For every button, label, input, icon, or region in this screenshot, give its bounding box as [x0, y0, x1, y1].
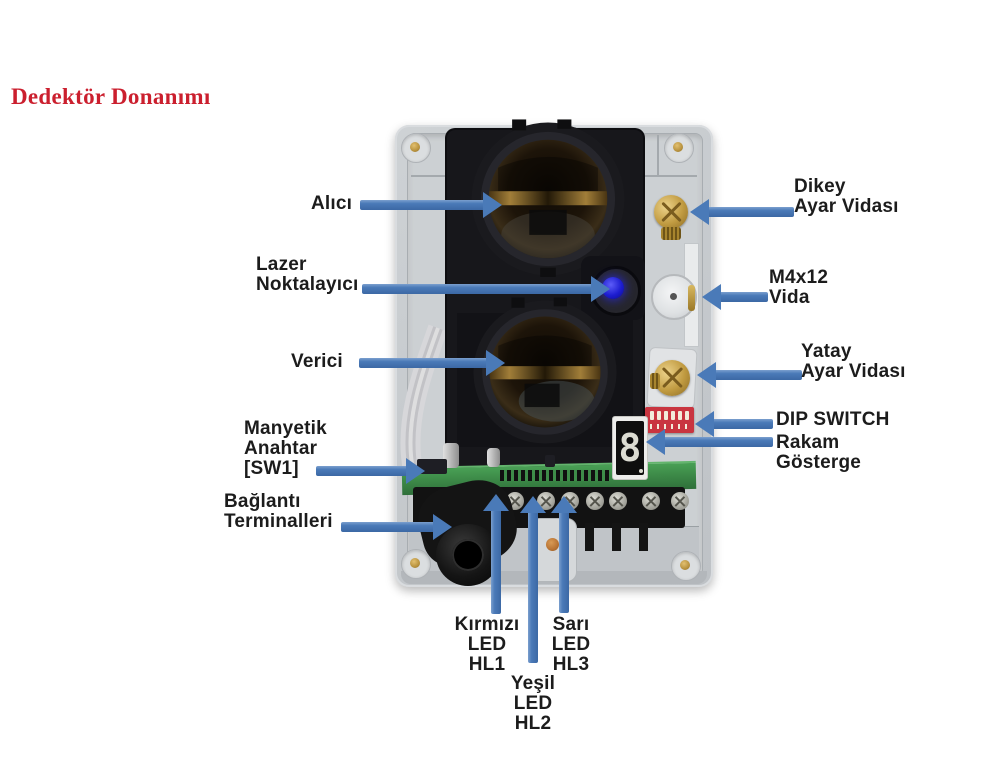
label-yatay: Yatay Ayar Vidası: [801, 341, 906, 382]
m4x12-screw: [688, 285, 695, 311]
dip-lever: [650, 411, 654, 420]
dip-arrow: [695, 411, 773, 437]
digit-display: 8: [612, 416, 648, 480]
label-baglanti: Bağlantı Terminalleri: [224, 491, 333, 532]
dip-lever: [664, 411, 668, 420]
dip-lever: [657, 411, 661, 420]
label-lazer: Lazer Noktalayıcı: [256, 254, 359, 295]
enclosure-rib: [657, 135, 659, 175]
terminal-screw: [671, 492, 689, 510]
label-alici: Alıcı: [311, 193, 353, 214]
corner-screw: [664, 133, 694, 163]
dip-numbers: [650, 424, 689, 429]
sari-arrow: [551, 496, 577, 613]
receiver-lens: [471, 119, 625, 277]
rakam-arrow: [646, 429, 773, 455]
label-rakam: Rakam Gösterge: [776, 432, 862, 473]
terminal-screw: [609, 492, 627, 510]
label-manyetik: Manyetik Anahtar [SW1]: [244, 418, 327, 479]
digit-display-face: 8: [616, 421, 644, 475]
cable-gland-hole: [452, 539, 484, 571]
baglanti-arrow: [341, 514, 452, 540]
enclosure-rib: [642, 135, 644, 175]
label-verici: Verici: [291, 351, 343, 372]
vertical-adjust-screw: [654, 195, 688, 229]
enclosure-rib: [411, 175, 453, 177]
decimal-point: [639, 469, 643, 473]
yatay-arrow: [697, 362, 802, 388]
mounting-screw: [546, 538, 559, 551]
page-title: Dedektör Donanımı: [11, 84, 211, 109]
enclosure-rib: [635, 175, 697, 177]
label-sari: Sarı LED HL3: [551, 614, 591, 675]
alici-arrow: [360, 192, 502, 218]
terminal-screw: [586, 492, 604, 510]
terminal-divider: [612, 523, 621, 551]
dip-lever: [671, 411, 675, 420]
horizontal-adjust-screw: [654, 360, 690, 396]
label-yesil: Yeşil LED HL2: [510, 673, 556, 734]
capacitor: [443, 443, 459, 468]
label-m4x12: M4x12 Vida: [769, 267, 829, 308]
terminal-screw: [642, 492, 660, 510]
dip-lever: [678, 411, 682, 420]
label-dip: DIP SWITCH: [776, 409, 890, 430]
detector-device-photo: 8: [395, 119, 713, 587]
corner-screw: [401, 133, 431, 163]
corner-screw: [671, 551, 701, 581]
pcb-component: [545, 455, 555, 467]
terminal-divider: [639, 523, 648, 551]
pin-header: [500, 470, 610, 481]
lazer-arrow: [362, 276, 610, 302]
terminal-divider: [585, 523, 594, 551]
seven-segment-digit: 8: [618, 426, 642, 470]
corner-screw: [401, 549, 431, 579]
kirmizi-arrow: [483, 494, 509, 614]
dikey-arrow: [690, 199, 794, 225]
capacitor: [487, 448, 500, 467]
yesil-arrow: [520, 496, 546, 663]
manyetik-arrow: [316, 458, 425, 484]
horizontal-screw-thread: [650, 373, 660, 389]
label-dikey: Dikey Ayar Vidası: [794, 176, 899, 217]
verici-arrow: [359, 350, 505, 376]
m4x12-arrow: [702, 284, 768, 310]
vertical-screw-thread: [661, 227, 681, 240]
dip-lever: [685, 411, 689, 420]
label-kirmizi: Kırmızı LED HL1: [454, 614, 520, 675]
dip-switch: [645, 407, 694, 433]
transmitter-lens: [473, 297, 617, 444]
